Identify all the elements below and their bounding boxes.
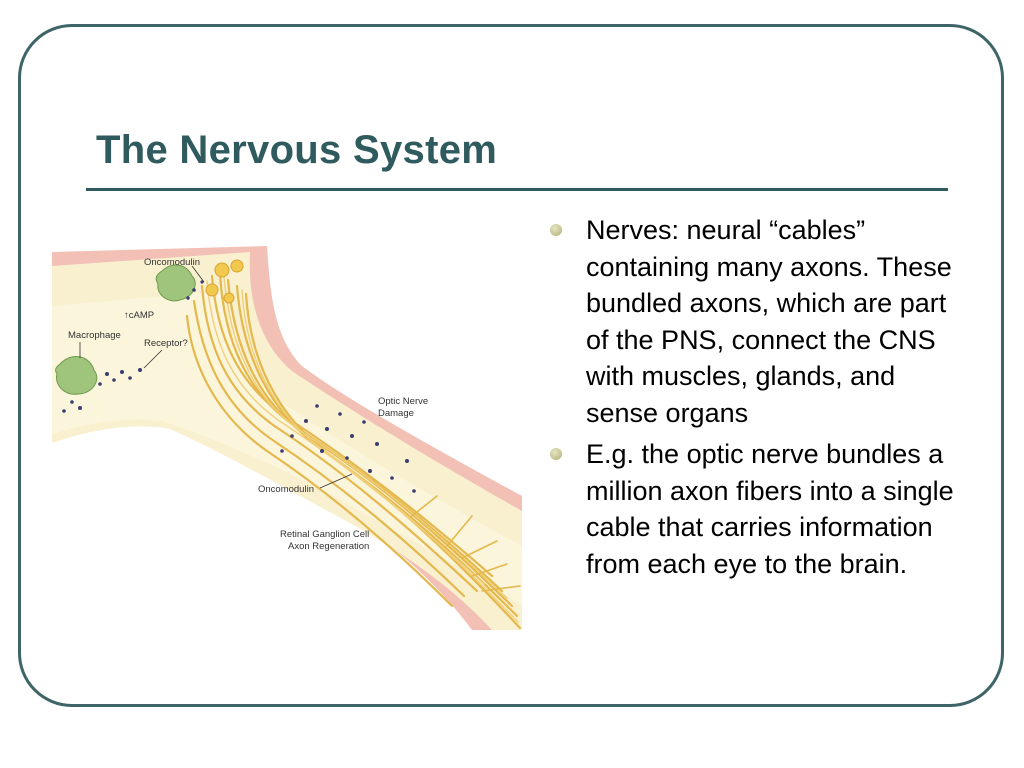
bullet-dot-icon [550, 224, 562, 236]
label-receptor: Receptor? [144, 338, 188, 349]
label-damage-line1: Optic Nerve [378, 396, 428, 407]
optic-nerve-figure: Oncomodulin ↑cAMP Macrophage Receptor? O… [52, 246, 522, 630]
label-caption-line2: Axon Regeneration [288, 541, 369, 552]
label-damage-line2: Damage [378, 408, 414, 419]
label-caption-line1: Retinal Ganglion Cell [280, 529, 369, 540]
label-camp: ↑cAMP [124, 310, 154, 321]
bullet-item: Nerves: neural “cables” containing many … [548, 212, 968, 431]
macrophage-cells [55, 264, 196, 395]
bullet-text: Nerves: neural “cables” containing many … [586, 215, 952, 428]
axon-fibers-light [206, 276, 519, 623]
title-divider [86, 188, 948, 191]
bullet-list: Nerves: neural “cables” containing many … [548, 212, 968, 587]
bullet-dot-icon [550, 448, 562, 460]
slide-title: The Nervous System [96, 128, 498, 172]
ganglion-cells [205, 259, 244, 304]
optic-nerve-illustration: Oncomodulin ↑cAMP Macrophage Receptor? O… [52, 246, 522, 630]
bullet-text: E.g. the optic nerve bundles a million a… [586, 439, 954, 579]
label-macrophage: Macrophage [68, 330, 121, 341]
bullet-item: E.g. the optic nerve bundles a million a… [548, 436, 968, 582]
oncomodulin-particles [62, 280, 416, 493]
label-oncomodulin-top: Oncomodulin [144, 257, 200, 268]
axon-terminals [411, 495, 521, 592]
leader-lines [79, 265, 353, 489]
label-oncomodulin-bottom: Oncomodulin [258, 484, 314, 495]
